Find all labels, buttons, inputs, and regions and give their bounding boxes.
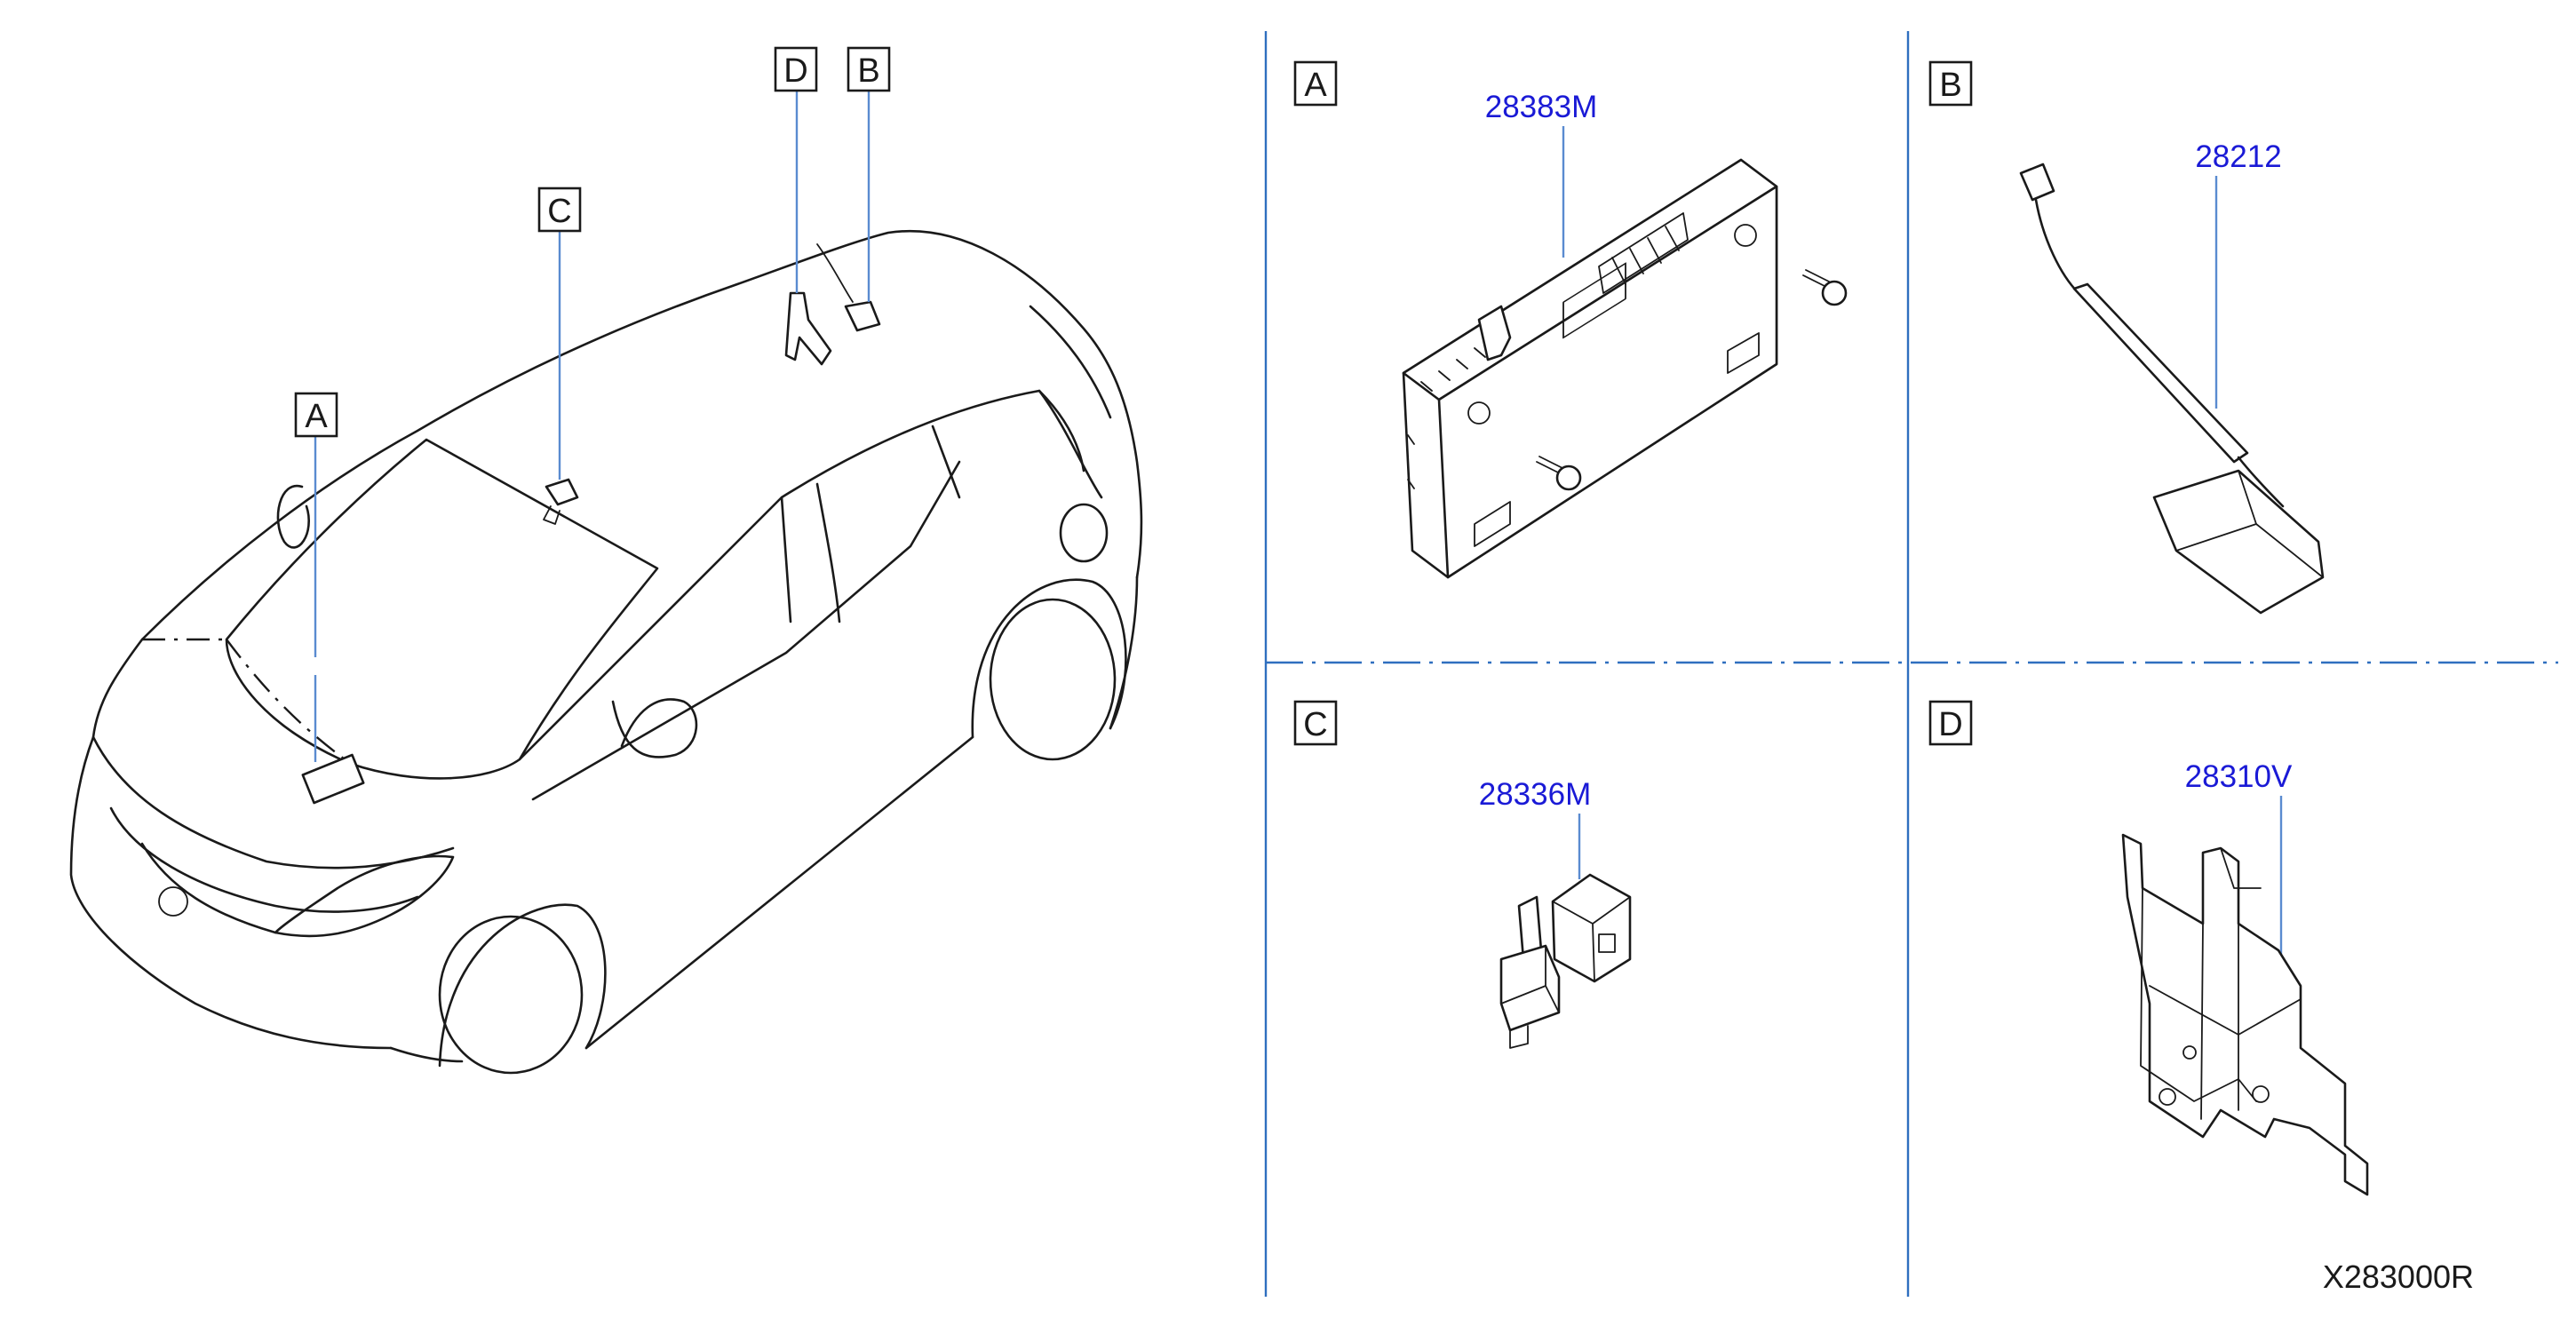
callout-a: A [294,392,338,438]
panel-c-letter-box [1293,700,1338,746]
car-overview-illustration [69,229,1143,1075]
callout-c-label: C [547,193,571,230]
callout-c: C [537,187,582,233]
panel-b-letter: B [1939,67,1961,104]
sensor-b-on-car [844,300,881,332]
callout-d: D [774,46,818,92]
panel-d-letter: D [1938,706,1962,743]
relay-28336m [1499,873,1632,1049]
panel-a-letter-box [1293,60,1338,107]
module-a-on-car [301,753,365,805]
panel-c-letter: C [1303,706,1327,743]
sensor-28212 [2019,163,2325,615]
panel-d-part-number: 28310V [2185,759,2293,794]
callout-d-label: D [783,52,807,90]
panel-b-part-number: 28212 [2195,139,2281,174]
panel-b-letter-box [1928,60,1973,107]
diagram-reference-code: X283000R [2323,1258,2474,1295]
module-c-on-car [545,478,579,506]
panel-d-letter-box [1928,700,1973,746]
panel-b: B 28212 [1928,60,2325,615]
bracket-28310v [2121,833,2369,1196]
callout-b: B [847,46,891,92]
screw-1 [1802,269,1848,306]
panel-a-part-number: 28383M [1485,90,1597,124]
panel-d: D 28310V [1928,700,2369,1196]
panel-c-part-number: 28336M [1479,777,1591,812]
bracket-d-on-car [784,291,832,366]
control-module-28383m [1402,158,1778,579]
callout-b-label: B [857,52,879,90]
screw-2 [1536,456,1582,491]
panel-a: A 28383M [1293,60,1848,579]
panel-a-letter: A [1304,67,1327,104]
panel-c: C 28336M [1293,700,1632,1049]
callout-a-label: A [305,398,328,435]
